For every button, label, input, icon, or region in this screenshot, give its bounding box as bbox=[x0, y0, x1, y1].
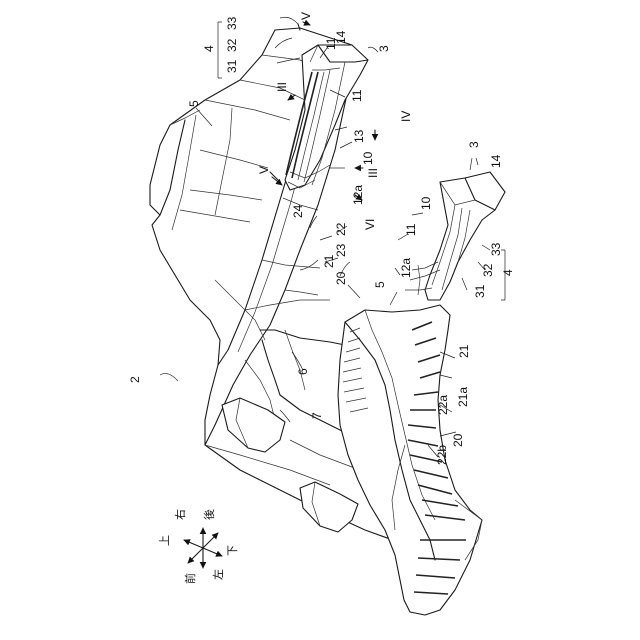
label-3-lower: 3 bbox=[467, 141, 481, 148]
label-22a: 22a bbox=[436, 395, 450, 415]
label-12a-lower: 12a bbox=[399, 258, 413, 278]
section-IV: IV bbox=[399, 111, 413, 122]
label-5-lower: 5 bbox=[373, 281, 387, 288]
compass-down: 下 bbox=[226, 545, 239, 556]
label-20-upper: 20 bbox=[334, 271, 348, 285]
section-VI: VI bbox=[363, 219, 377, 230]
label-23: 23 bbox=[334, 243, 348, 257]
label-10-upper: 10 bbox=[361, 151, 375, 165]
compass-front: 前 bbox=[183, 573, 197, 584]
section-V-upper: V bbox=[299, 12, 313, 20]
label-14-upper: 14 bbox=[334, 30, 348, 44]
label-32-upper: 32 bbox=[225, 38, 239, 52]
label-24: 24 bbox=[291, 204, 305, 218]
compass-rear: 後 bbox=[202, 509, 216, 520]
label-13: 13 bbox=[352, 129, 366, 143]
compass-up: 上 bbox=[158, 535, 171, 546]
label-33-upper: 33 bbox=[225, 16, 239, 30]
section-III-lower: III bbox=[366, 168, 380, 178]
label-11-lower: 11 bbox=[404, 223, 418, 236]
label-12a-upper: 12a bbox=[351, 185, 365, 205]
label-7: 7 bbox=[310, 412, 324, 419]
label-32-lower: 32 bbox=[481, 263, 495, 277]
label-2: 2 bbox=[128, 376, 142, 383]
label-21-lower: 21 bbox=[457, 344, 471, 358]
label-31-lower: 31 bbox=[473, 284, 487, 298]
label-33-lower: 33 bbox=[489, 242, 503, 256]
direction-compass: 上 右 後 下 左 前 bbox=[158, 509, 239, 584]
label-4-lower: 4 bbox=[501, 269, 515, 276]
lower-cross-member bbox=[405, 172, 505, 300]
label-5-upper: 5 bbox=[187, 100, 201, 107]
label-11-mid: 11 bbox=[350, 89, 364, 102]
section-III-upper: III bbox=[275, 82, 289, 92]
compass-right: 右 bbox=[173, 509, 187, 520]
label-22b: 22b bbox=[435, 445, 449, 465]
label-4-upper: 4 bbox=[202, 45, 216, 52]
label-21a: 21a bbox=[456, 387, 470, 407]
label-14-lower: 14 bbox=[489, 154, 503, 168]
label-20-lower: 20 bbox=[451, 433, 465, 447]
label-31-upper: 31 bbox=[225, 59, 239, 73]
label-6: 6 bbox=[296, 368, 310, 375]
compass-left: 左 bbox=[212, 569, 225, 580]
label-10-lower: 10 bbox=[419, 196, 433, 210]
label-3-upper: 3 bbox=[377, 45, 391, 52]
section-V-lower: V bbox=[257, 166, 271, 174]
label-22: 22 bbox=[334, 222, 348, 236]
